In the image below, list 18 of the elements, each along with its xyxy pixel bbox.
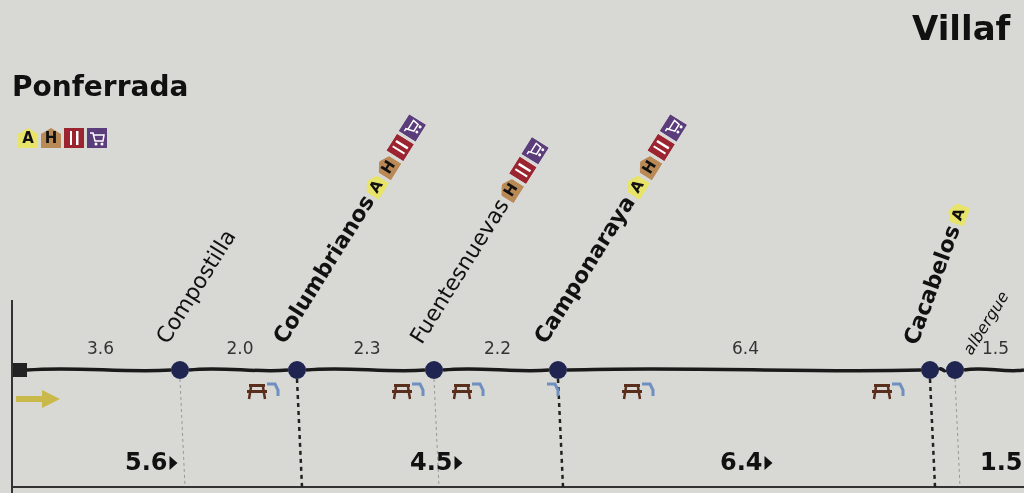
- segment-distance: 4.5: [410, 448, 453, 476]
- distance-label: 6.4: [732, 338, 760, 358]
- lodging-sign: H: [41, 128, 61, 148]
- route-line: [963, 367, 1024, 373]
- distance-label: 2.3: [353, 338, 381, 358]
- segment-distance: 1.5: [980, 448, 1023, 476]
- distance-label: 3.6: [87, 338, 115, 358]
- segment-distance: 6.4: [720, 448, 763, 476]
- route-line: [305, 367, 426, 373]
- distance-label: 2.0: [226, 338, 254, 358]
- segment-distance: 5.6: [125, 448, 168, 476]
- route-line: [566, 367, 922, 373]
- town-name: Ponferrada: [12, 70, 189, 103]
- route-line: [188, 367, 289, 373]
- route-line: [26, 367, 172, 373]
- heading: Villaf: [912, 8, 1011, 48]
- route-line: [442, 367, 550, 373]
- lodging-sign: A: [18, 128, 38, 148]
